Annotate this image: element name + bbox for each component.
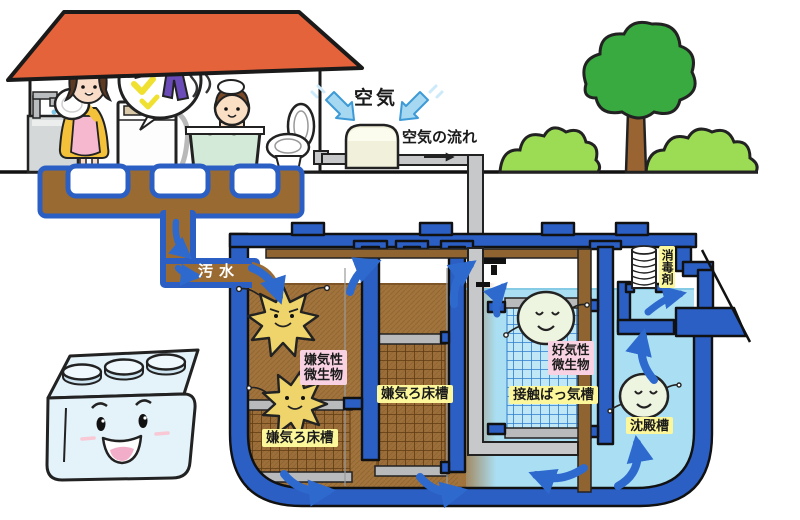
manhole-cover-icon	[418, 221, 454, 237]
partition-3	[596, 245, 615, 446]
label-aerobic-microbes: 好気性 微生物	[548, 341, 594, 375]
septic-tank-structure	[228, 221, 748, 508]
aerobic-microbe-icon	[503, 290, 590, 346]
label-anaerobic-filter-bed-2: 嫌気ろ床槽	[377, 385, 453, 403]
air-valve-icon	[484, 258, 506, 264]
label-anaerobic-microbes: 嫌気性 微生物	[300, 350, 348, 385]
roof	[6, 10, 364, 82]
flow-arrows	[168, 218, 687, 509]
vent-pipe-horizontal	[265, 248, 591, 259]
tree-foliage-icon	[582, 20, 697, 120]
tree	[582, 20, 697, 174]
septic-tank-mascot-icon	[45, 348, 200, 482]
label-anaerobic-filter-bed-1: 嫌気ろ床槽	[262, 429, 338, 447]
air-arrows-icon	[310, 84, 444, 121]
manhole-cover-icon	[540, 221, 576, 237]
bushes	[498, 126, 759, 174]
label-air: 空気	[354, 88, 399, 109]
label-sewage: 汚水	[198, 263, 241, 280]
manhole-cover-icon	[614, 221, 650, 237]
bathtub-icon	[185, 126, 265, 172]
ground-cut-line	[700, 249, 752, 343]
partition-1	[360, 245, 381, 462]
disinfectant-cylinder-icon	[631, 245, 657, 289]
house	[6, 10, 364, 174]
toilet-icon	[265, 102, 316, 172]
label-air-flow: 空気の流れ	[402, 129, 478, 146]
manhole-cover-icon	[290, 221, 326, 237]
air-diffuser-pipe	[467, 247, 579, 456]
label-contact-aeration-tank: 接触ばっ気槽	[509, 386, 598, 404]
bush-right-icon	[644, 127, 759, 174]
air-blower-assembly	[310, 84, 484, 251]
bush-left-icon	[498, 126, 602, 174]
label-disinfectant: 消毒剤	[659, 246, 676, 288]
label-sedimentation-tank: 沈殿槽	[626, 417, 674, 435]
mascot-manholes-icon	[61, 353, 187, 386]
